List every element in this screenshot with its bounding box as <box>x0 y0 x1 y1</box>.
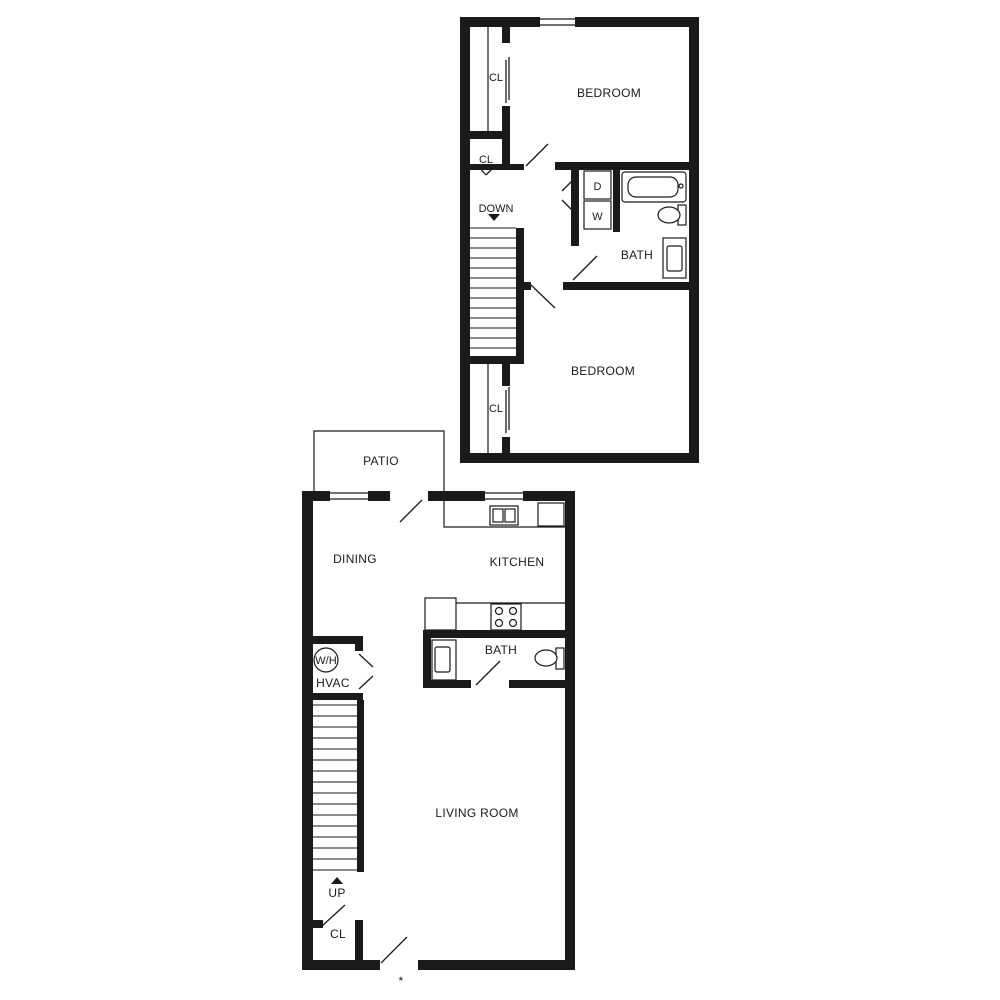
refrigerator <box>424 597 457 631</box>
upper-bath-walls <box>517 162 689 309</box>
hvac-label: HVAC <box>316 676 350 690</box>
upper-closet-walls <box>470 27 549 176</box>
closet-upper-label-2: CL <box>479 154 493 166</box>
bedroom-lower-label: BEDROOM <box>571 364 635 378</box>
upper-floor: D W <box>460 17 699 463</box>
entry-closet: CL <box>313 904 363 960</box>
washer-dryer: D W <box>583 170 612 230</box>
dining-label: DINING <box>333 552 377 566</box>
lower-floor: PATIO * <box>302 430 575 988</box>
water-heater-label: W/H <box>315 655 336 667</box>
stairs-up-label: UP <box>328 886 345 900</box>
bath-lower-label: BATH <box>485 643 517 657</box>
kitchen-label: KITCHEN <box>490 555 545 569</box>
dryer <box>583 170 612 200</box>
washer-label: W <box>592 211 603 223</box>
closet-upper-label-3: CL <box>489 403 503 415</box>
stairs-up: UP <box>313 700 364 900</box>
upper-bath-fixtures <box>621 171 687 279</box>
entry-marker: * <box>399 974 404 988</box>
kitchen: KITCHEN <box>424 501 565 631</box>
down-arrow-icon <box>488 214 500 221</box>
upper-lower-closet <box>487 364 510 453</box>
closet-upper-label-1: CL <box>489 72 503 84</box>
water-heater-icon <box>313 647 339 673</box>
dishwasher <box>537 502 565 527</box>
lower-toilet <box>534 649 558 667</box>
dryer-label: D <box>594 181 602 193</box>
upper-window <box>540 18 575 26</box>
upper-exterior-walls <box>460 17 699 463</box>
up-arrow-icon <box>331 877 343 884</box>
toilet <box>657 206 681 224</box>
stairs-down-label: DOWN <box>479 203 514 215</box>
stair-treads-lower <box>313 704 357 871</box>
stair-treads-upper <box>470 227 516 349</box>
hvac-closet: W/H HVAC <box>313 636 374 700</box>
washer <box>583 200 612 230</box>
patio-label: PATIO <box>363 454 399 468</box>
stove <box>490 603 522 631</box>
lower-exterior-walls: * <box>302 491 575 988</box>
bath-upper-label: BATH <box>621 248 653 262</box>
patio: PATIO <box>313 430 445 491</box>
lower-bath: BATH <box>423 630 565 688</box>
living-room-label: LIVING ROOM <box>435 806 518 820</box>
stairs-down: DOWN <box>470 203 524 364</box>
closet-lower-label: CL <box>330 927 346 941</box>
bedroom-upper-label: BEDROOM <box>577 86 641 100</box>
